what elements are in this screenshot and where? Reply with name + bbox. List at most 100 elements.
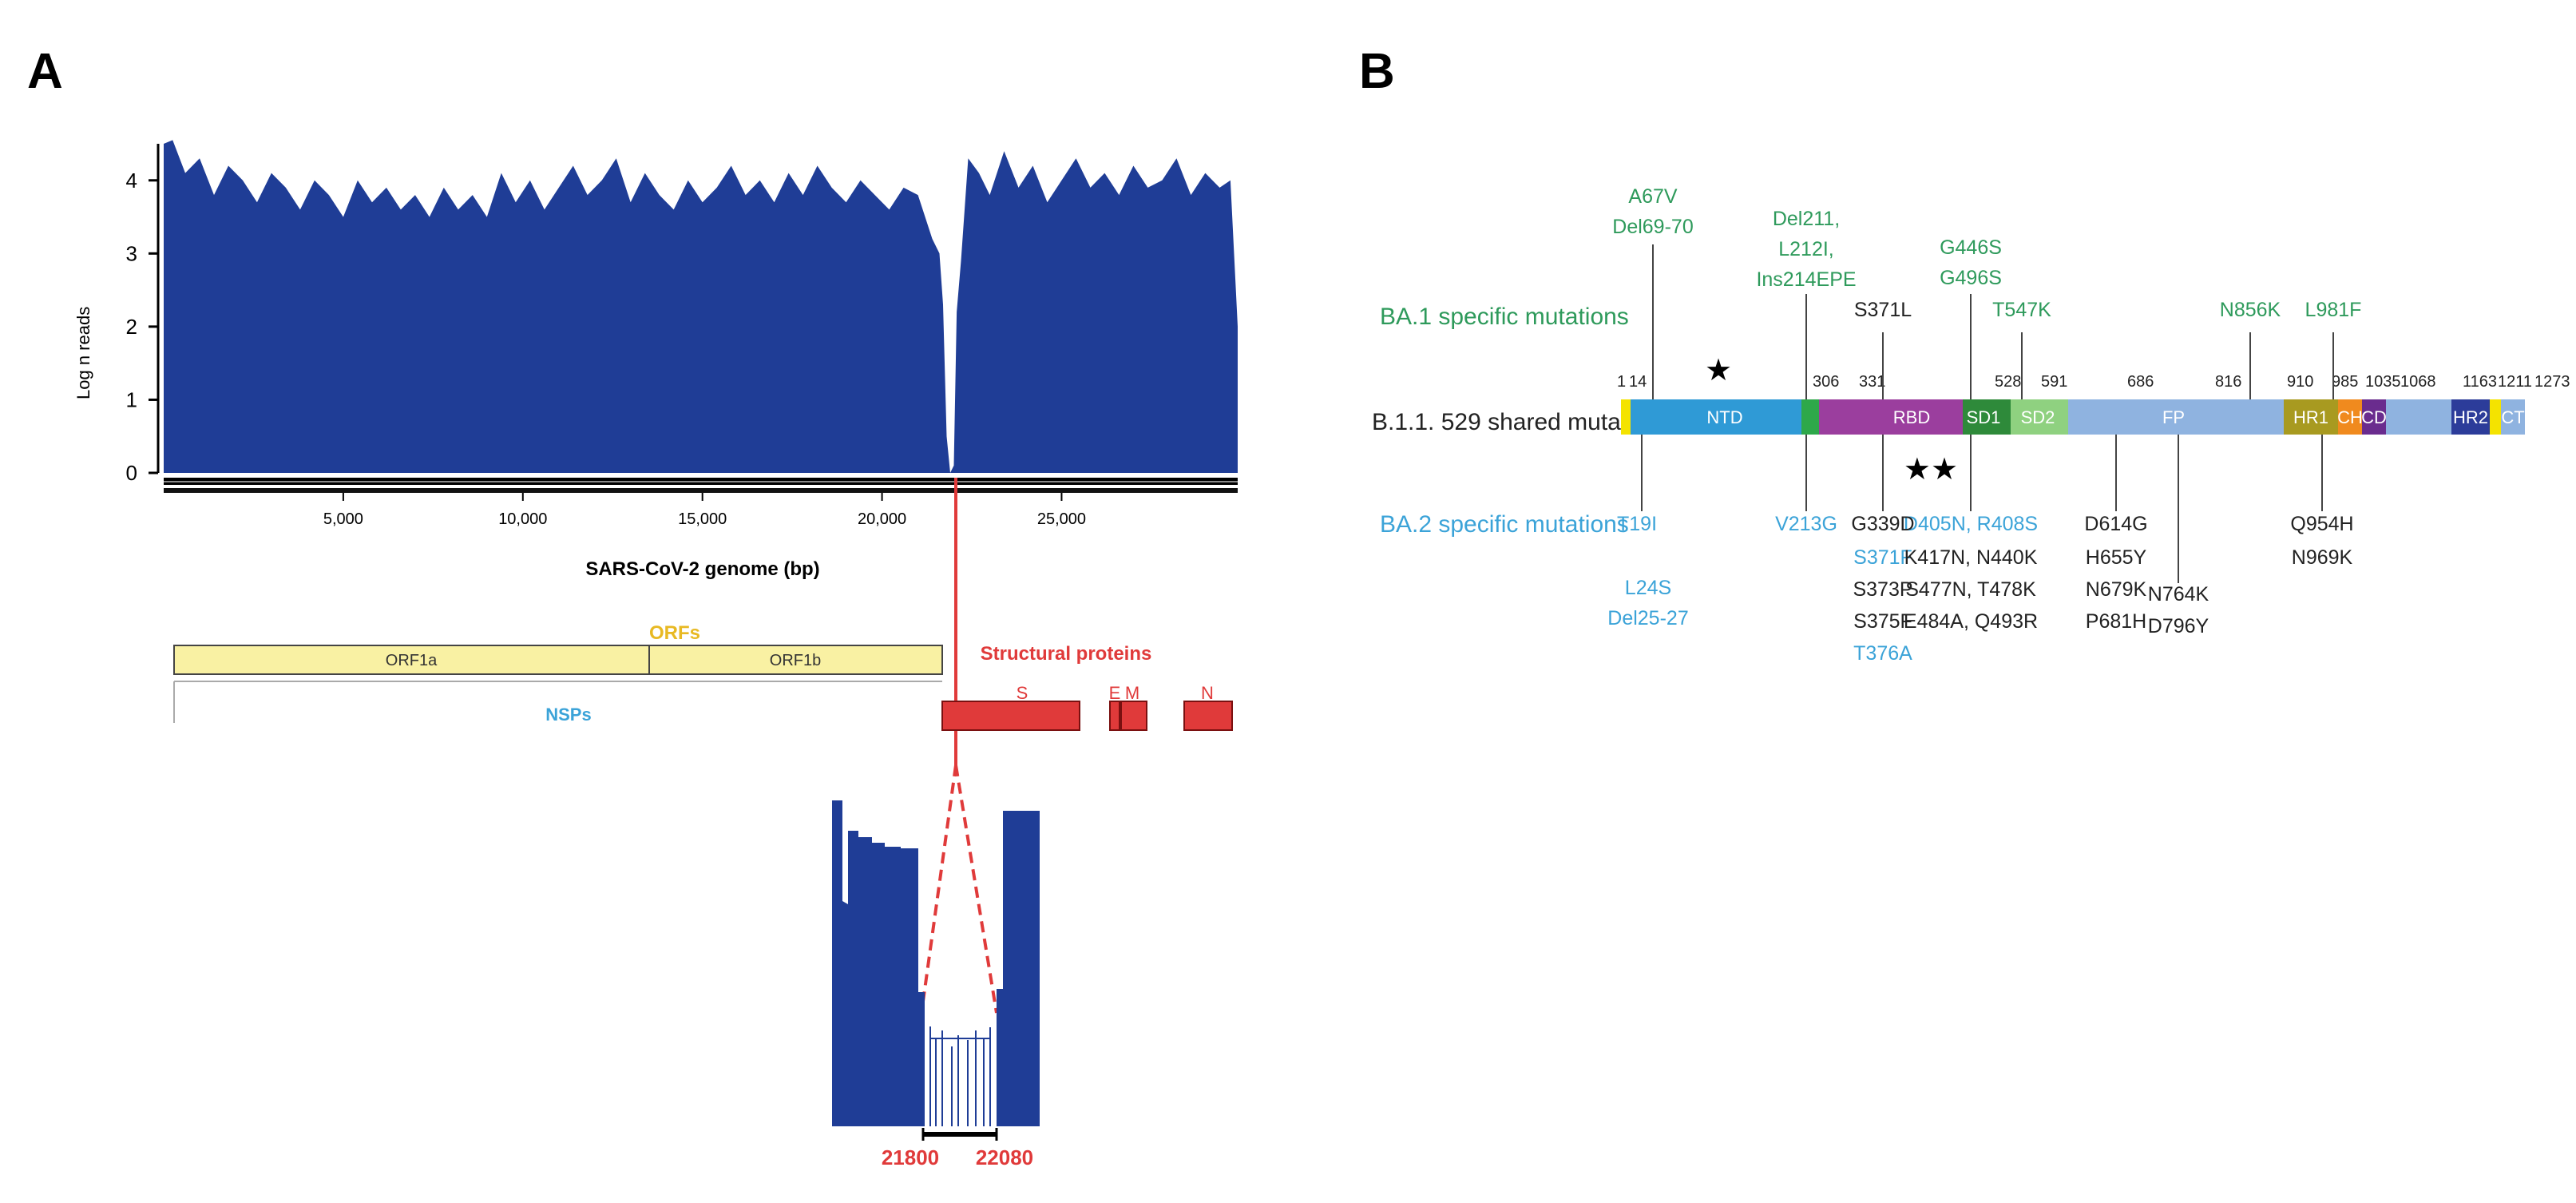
mutation-label: D614G xyxy=(2084,513,2147,535)
sd2-domain xyxy=(2011,399,2068,435)
ch-domain xyxy=(2338,399,2362,435)
residue-number: 1211 xyxy=(2498,373,2532,391)
x-tick-label: 5,000 xyxy=(323,510,363,528)
zoom-start-label: 21800 xyxy=(882,1145,939,1169)
ba1-mutations: A67V Del69-70 Del211, L212I, Ins214EPE G… xyxy=(1612,185,2361,321)
x-tick-label: 15,000 xyxy=(678,510,727,528)
gene-m-box xyxy=(1120,701,1147,731)
mutation-label: H655Y xyxy=(2086,546,2147,569)
residue-number: 686 xyxy=(2127,373,2154,391)
residue-number: 14 xyxy=(1629,373,1647,391)
hr2-label: HR2 xyxy=(2453,407,2488,427)
gene-e-box xyxy=(1109,701,1120,731)
y-tick-label: 0 xyxy=(126,461,137,485)
mutation-label: S375F xyxy=(1853,610,1912,633)
mutation-label: L24S xyxy=(1625,577,1671,599)
mutation-label: S373P xyxy=(1853,578,1912,601)
mutation-label: S477N, T478K xyxy=(1905,578,2036,601)
residue-numbers: 1 14 306 331 528 591 686 816 910 985 103… xyxy=(1617,373,2570,391)
x-tick-label: 20,000 xyxy=(858,510,906,528)
zoom-line-right xyxy=(954,764,998,1014)
residue-number: 331 xyxy=(1859,373,1885,391)
hr2-domain xyxy=(2451,399,2490,435)
mutation-label: K417N, N440K xyxy=(1904,546,2038,569)
rbd-domain xyxy=(1819,399,1963,435)
mutation-label: G446S xyxy=(1940,236,2002,259)
y-tick-label: 4 xyxy=(126,169,137,193)
zoom-end-label: 22080 xyxy=(976,1145,1033,1169)
orf1b-box xyxy=(648,645,943,675)
mutation-label: N764K xyxy=(2148,583,2209,605)
rbd-label: RBD xyxy=(1893,407,1930,427)
mutation-label: Ins214EPE xyxy=(1756,268,1856,291)
cd-label: CD xyxy=(2361,407,2387,427)
mutation-label: V213G xyxy=(1775,513,1837,535)
residue-number: 1068 xyxy=(2400,373,2436,391)
ntd-label: NTD xyxy=(1706,407,1742,427)
x-axis-label: SARS-CoV-2 genome (bp) xyxy=(585,558,819,580)
row-label-ba1: BA.1 specific mutations xyxy=(1380,304,1629,330)
fp-label: FP xyxy=(2162,407,2185,427)
residue-number: 1 xyxy=(1617,373,1626,391)
mutation-label: N856K xyxy=(2220,299,2281,321)
y-tick-label: 3 xyxy=(126,241,137,265)
gene-m-label: M xyxy=(1125,683,1139,703)
zoom-line-left xyxy=(920,764,957,1014)
genome-map: ORFs ORF1a ORF1b NSPs Structural protein… xyxy=(173,622,1233,731)
residue-number: 1273 xyxy=(2534,373,2570,391)
mutation-label: N969K xyxy=(2292,546,2353,569)
panel-a-letter: A xyxy=(27,44,63,99)
ct-domain xyxy=(2501,399,2525,435)
orf1a-box xyxy=(173,645,650,675)
mutation-label: G496S xyxy=(1940,267,2002,289)
mutation-label: Del25-27 xyxy=(1607,607,1688,629)
gene-s-box xyxy=(941,701,1080,731)
mutation-label: D796Y xyxy=(2148,615,2209,637)
sd1-label: SD1 xyxy=(1967,407,2001,427)
spike-domain-bar: NTD RBD SD1 SD2 FP HR1 CH CD HR2 CT xyxy=(1621,399,2525,435)
mutation-label: Q954H xyxy=(2290,513,2353,535)
mutation-label: S371L xyxy=(1854,299,1912,321)
x-tick-label: 10,000 xyxy=(498,510,547,528)
mutation-label: S371F xyxy=(1853,546,1912,569)
hr1-domain xyxy=(2284,399,2338,435)
orf1a-label: ORF1a xyxy=(386,652,438,669)
cd-fp-domain xyxy=(2386,399,2451,435)
sd2-label: SD2 xyxy=(2021,407,2055,427)
tm-domain xyxy=(2490,399,2501,435)
mutation-label: N679K xyxy=(2086,578,2147,601)
residue-number: 1163 xyxy=(2463,373,2497,391)
mutation-label: A67V xyxy=(1628,185,1677,208)
mutation-label: P681H xyxy=(2086,610,2146,633)
gene-n-box xyxy=(1183,701,1233,731)
ba2-mutations: T19I L24S Del25-27 V213G S371F T376A D40… xyxy=(1607,513,2038,665)
genome-axis-bar-inner xyxy=(164,481,1238,482)
ch-label: CH xyxy=(2337,407,2363,427)
residue-number: 985 xyxy=(2332,373,2358,391)
mutation-label: D405N, R408S xyxy=(1904,513,2038,535)
ct-label: CT xyxy=(2501,407,2524,427)
mutation-label: T376A xyxy=(1853,642,1912,665)
x-tick-label: 25,000 xyxy=(1037,510,1086,528)
residue-number: 528 xyxy=(1995,373,2021,391)
star-single-icon: ★ xyxy=(1705,354,1732,387)
mutation-label: T547K xyxy=(1992,299,2051,321)
gene-n-label: N xyxy=(1201,683,1214,703)
mutation-label: T19I xyxy=(1617,513,1657,535)
orf1b-label: ORF1b xyxy=(770,652,821,669)
residue-number: 1035 xyxy=(2365,373,2401,391)
zoom-gap-lines xyxy=(929,1026,991,1126)
sd1-domain xyxy=(1963,399,2011,435)
mutation-leader-lines xyxy=(1641,244,2334,583)
coverage-area xyxy=(164,140,1238,473)
genome-axis-bar-2 xyxy=(164,488,1238,493)
zoom-coverage-area-right xyxy=(997,811,1040,1126)
signal-peptide xyxy=(1621,399,1631,435)
residue-number: 591 xyxy=(2041,373,2067,391)
zoom-inset: 21800 22080 xyxy=(832,764,1040,1169)
linker-domain xyxy=(1801,399,1819,435)
x-axis-ticks: 5,000 10,000 15,000 20,000 25,000 xyxy=(323,493,1086,528)
nsps-label: NSPs xyxy=(545,705,591,725)
